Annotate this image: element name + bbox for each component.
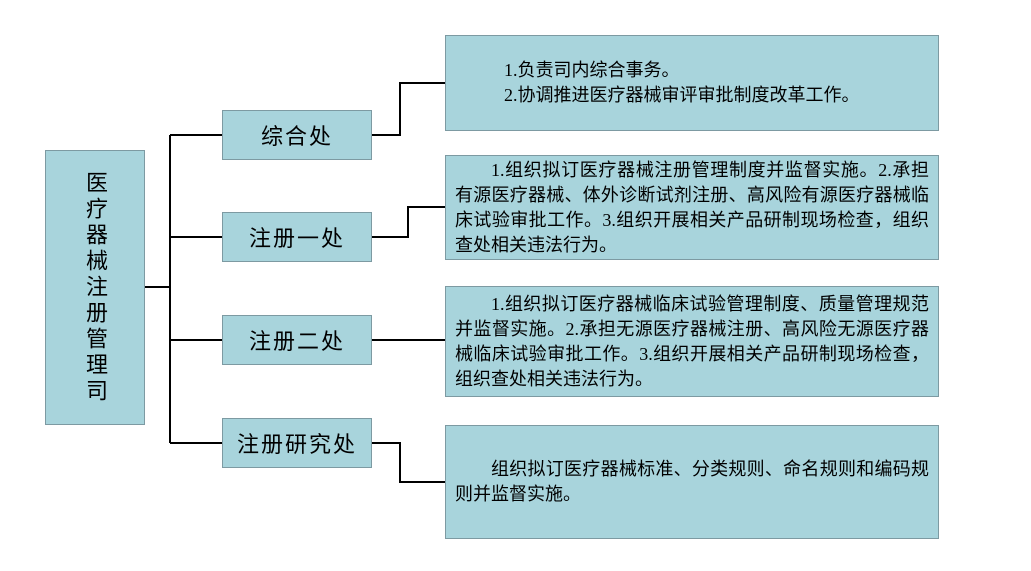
tree-connector [145, 134, 222, 444]
division-node-zhuce-yichu: 注册一处 [222, 212, 372, 262]
description-node-zhuce-yanjiuchu: 组织拟订医疗器械标准、分类规则、命名规则和编码规则并监督实施。 [445, 425, 939, 539]
description-text: 1.组织拟订医疗器械注册管理制度并监督实施。2.承担有源医疗器械、体外诊断试剂注… [455, 159, 929, 255]
connector-division-3 [372, 442, 445, 483]
connector-division-0 [372, 82, 445, 136]
description-text: 1.组织拟订医疗器械临床试验管理制度、质量管理规范并监督实施。2.承担无源医疗器… [455, 293, 929, 389]
division-label: 注册二处 [248, 329, 345, 354]
description-text: 组织拟订医疗器械标准、分类规则、命名规则和编码规则并监督实施。 [455, 459, 929, 504]
connector-division-1 [372, 206, 445, 238]
description-text: 1.负责司内综合事务。 2.协调推进医疗器械审评审批制度改革工作。 [504, 60, 860, 105]
division-node-zonghechu: 综合处 [222, 110, 372, 160]
division-node-zhuce-erchu: 注册二处 [222, 315, 372, 365]
division-label: 注册研究处 [236, 432, 357, 457]
description-node-zhuce-yichu: 1.组织拟订医疗器械注册管理制度并监督实施。2.承担有源医疗器械、体外诊断试剂注… [445, 155, 939, 260]
root-node: 医疗器械注册管理司 [45, 150, 145, 425]
root-label: 医疗器械注册管理司 [83, 170, 108, 405]
division-node-zhuce-yanjiuchu: 注册研究处 [222, 418, 372, 468]
division-label: 注册一处 [248, 226, 345, 251]
division-label: 综合处 [260, 124, 333, 149]
description-node-zhuce-erchu: 1.组织拟订医疗器械临床试验管理制度、质量管理规范并监督实施。2.承担无源医疗器… [445, 286, 939, 397]
description-node-zonghechu: 1.负责司内综合事务。 2.协调推进医疗器械审评审批制度改革工作。 [445, 35, 939, 131]
